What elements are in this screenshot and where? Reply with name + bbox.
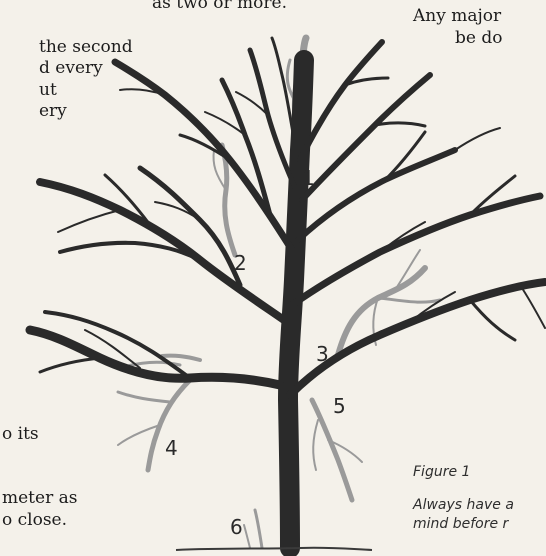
text-left-line-8: o close.	[2, 510, 68, 530]
branch-label-3: 3	[316, 342, 329, 366]
dark-branches	[25, 36, 546, 556]
grey-branches	[116, 34, 442, 550]
text-left-line-1: as two or more.	[152, 0, 287, 13]
figure-caption-line-2: mind before r	[413, 516, 509, 532]
text-right-line-1: Any major	[413, 6, 502, 26]
text-left-line-6: o its	[2, 424, 39, 444]
text-left-line-2: the second	[39, 37, 133, 57]
branch-label-4: 4	[165, 436, 178, 460]
branch-label-6: 6	[230, 515, 243, 539]
text-left-line-3: d every	[39, 58, 103, 78]
branch-label-5: 5	[333, 394, 346, 418]
figure-caption-line-1: Always have a	[413, 497, 514, 513]
text-left-line-4: ut	[39, 80, 57, 100]
branch-label-2: 2	[234, 251, 247, 275]
text-right-line-2: be do	[455, 28, 503, 48]
text-left-line-7: meter as	[2, 488, 78, 508]
ground-line	[175, 546, 373, 551]
branch-label-1: 1	[302, 166, 315, 190]
text-left-line-5: ery	[39, 101, 67, 121]
figure-title: Figure 1	[413, 464, 471, 480]
